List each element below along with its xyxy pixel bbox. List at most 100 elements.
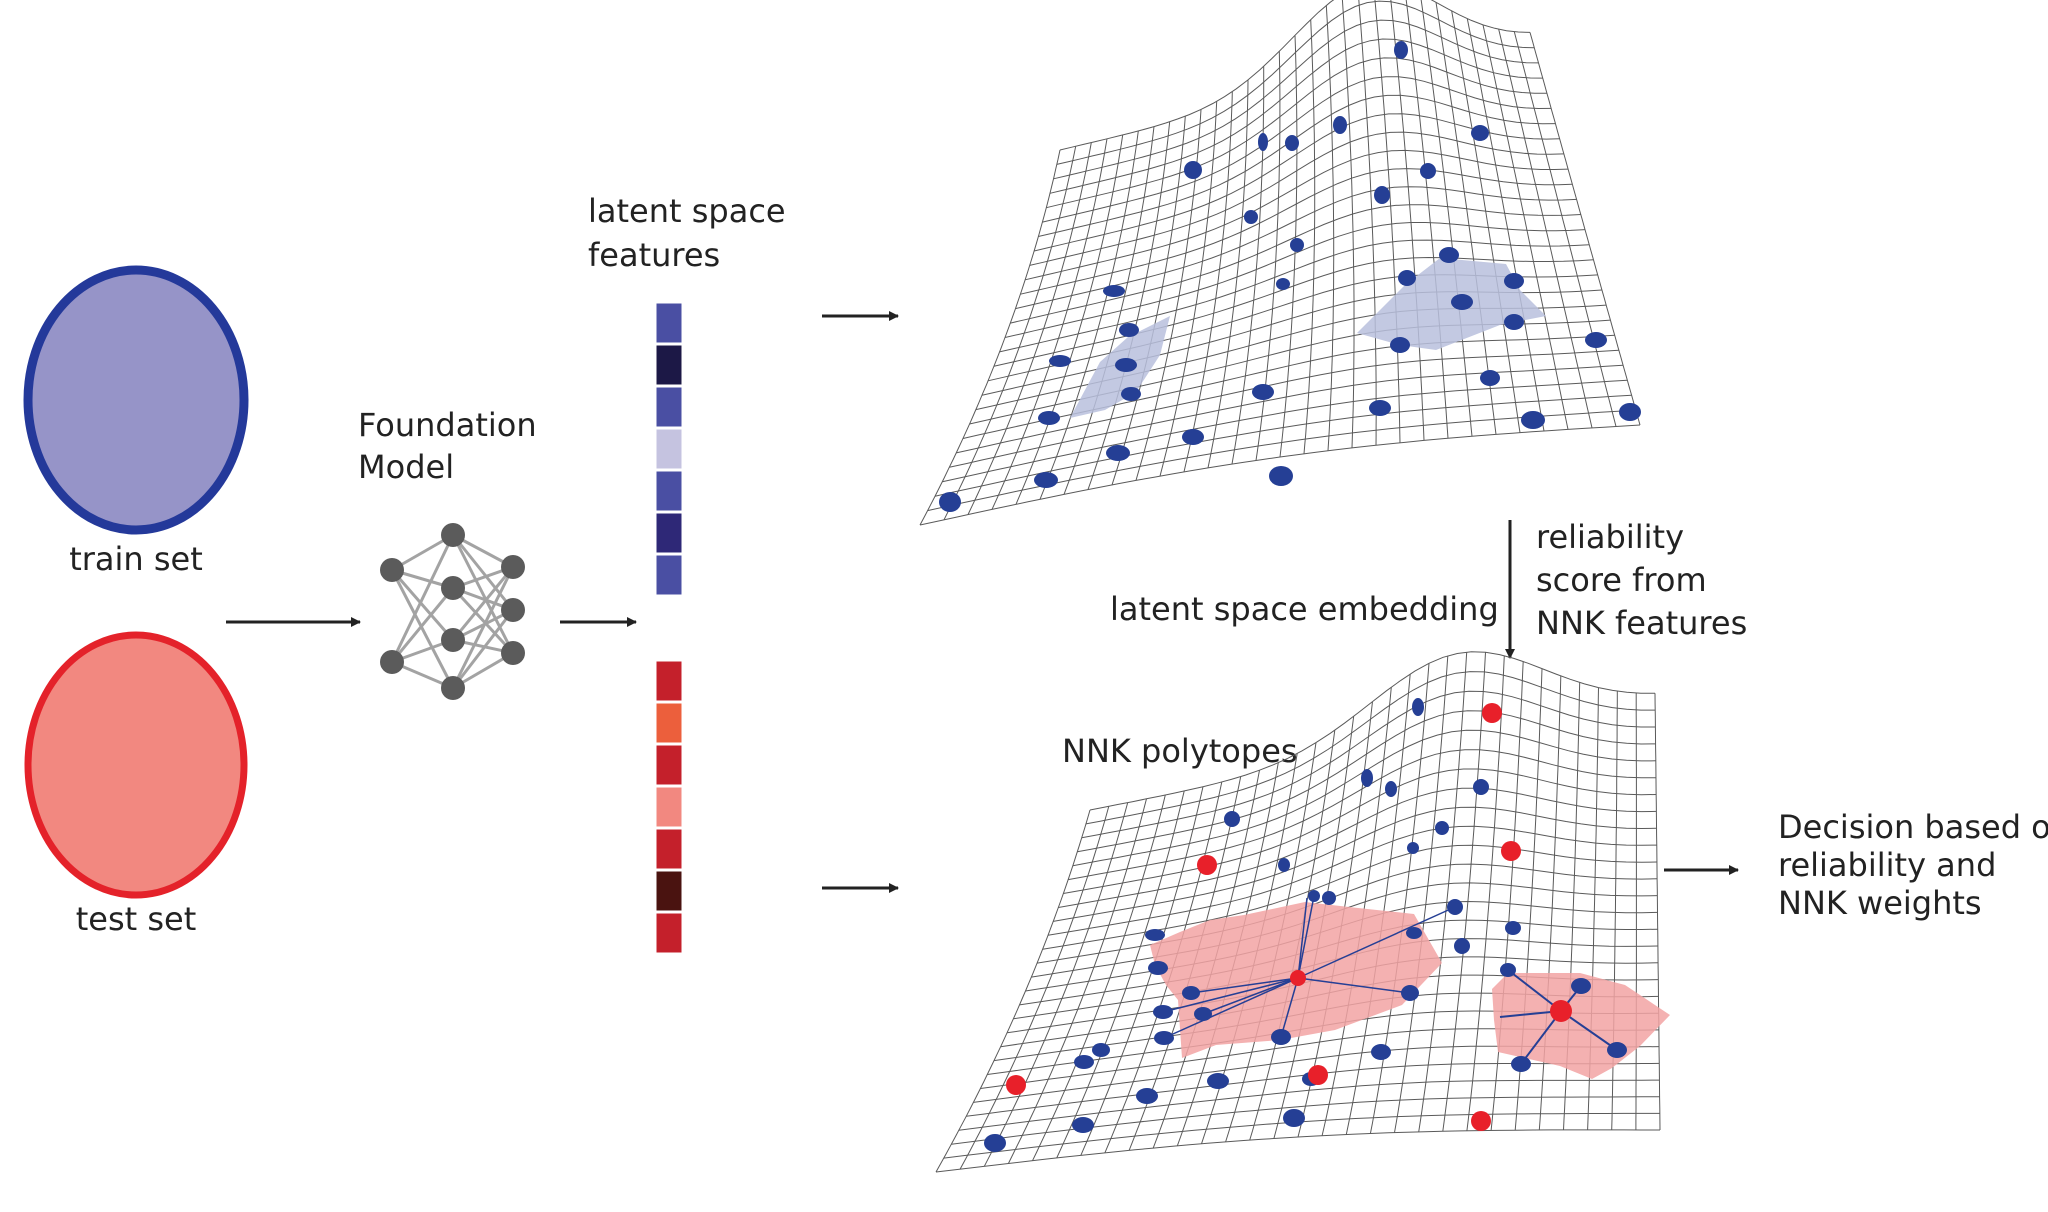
feature-cell <box>655 786 683 828</box>
nnk-edge <box>1163 977 1299 1039</box>
mesh-line <box>1345 673 1411 1135</box>
test-point-blue <box>1500 963 1516 977</box>
mesh-line <box>1046 57 1547 209</box>
test-point-blue <box>1074 1055 1094 1069</box>
test-point-blue <box>1406 927 1422 939</box>
test-point-blue <box>1511 1056 1531 1072</box>
train-embedding-surface <box>919 0 1641 526</box>
test-point-red <box>1471 1111 1491 1131</box>
mesh-line <box>1038 94 1556 237</box>
test-point-red <box>1006 1075 1026 1095</box>
nnk-edge <box>1297 897 1308 979</box>
mesh-line <box>1063 768 1657 894</box>
train-point <box>1369 400 1391 416</box>
mesh-line <box>1032 794 1166 1161</box>
train-point <box>1420 163 1436 179</box>
mesh-line <box>1010 204 1581 324</box>
train-point <box>1480 370 1500 386</box>
mesh-line <box>1059 0 1531 151</box>
network-node <box>441 576 465 600</box>
network-edge <box>451 566 515 641</box>
mesh-line <box>993 256 1594 367</box>
reliability-line-2: score from <box>1536 561 1707 599</box>
test-point-blue <box>1207 1073 1229 1089</box>
mesh-line <box>1341 0 1355 448</box>
mesh-line <box>1037 863 1658 964</box>
nnk-edge <box>1202 977 1299 1015</box>
nnk-edge <box>1520 1010 1562 1065</box>
network-edge <box>390 587 455 663</box>
train-point <box>1252 384 1274 400</box>
network-node <box>380 650 404 674</box>
test-point-blue <box>1385 781 1397 797</box>
test-point-red <box>1308 1065 1328 1085</box>
mesh-line <box>1020 168 1573 295</box>
latent-features-line-2: features <box>588 236 720 274</box>
network-node <box>441 628 465 652</box>
nnk-polytopes-label: NNK polytopes <box>1062 732 1298 770</box>
mesh-line <box>1325 5 1335 451</box>
test-point-red <box>1550 1000 1572 1022</box>
train-point <box>1276 278 1290 290</box>
mesh-line <box>919 149 1061 526</box>
mesh-line <box>1042 76 1552 223</box>
test-point-blue <box>1607 1042 1627 1058</box>
train-point <box>1390 337 1410 353</box>
latent-features-label: latent space features <box>588 192 796 274</box>
mesh-line <box>934 394 1632 497</box>
train-point <box>1504 314 1524 330</box>
mesh-line <box>1042 844 1657 950</box>
nnk-edge <box>1190 977 1299 994</box>
train-point <box>1471 125 1489 141</box>
test-point-blue <box>1412 698 1424 716</box>
train-point <box>1106 445 1130 461</box>
test-point-blue <box>1361 769 1373 787</box>
mesh-line <box>1089 651 1655 811</box>
mesh-line <box>1077 710 1656 853</box>
network-edge <box>451 609 515 689</box>
mesh-line <box>1159 101 1218 477</box>
mesh-line <box>969 319 1611 425</box>
network-node <box>441 676 465 700</box>
nnk-edge <box>1297 906 1456 979</box>
reliability-label: reliability score from NNK features <box>1536 518 1747 642</box>
test-point-blue <box>1154 1031 1174 1045</box>
train-set-label: train set <box>69 540 203 578</box>
test-point-blue <box>1407 842 1419 854</box>
test-point-blue <box>1308 890 1320 902</box>
test-point-red <box>1197 855 1217 875</box>
network-node <box>501 641 525 665</box>
train-point <box>1115 358 1137 372</box>
train-point <box>1619 403 1641 421</box>
test-point-blue <box>984 1134 1006 1152</box>
nnk-edge <box>1507 969 1562 1012</box>
mesh-line <box>1047 825 1657 936</box>
train-point <box>1244 210 1258 224</box>
mesh-line <box>999 239 1590 353</box>
network-edge <box>390 569 455 689</box>
test-point-red <box>1290 970 1306 986</box>
mesh-line <box>919 424 1641 526</box>
decision-line-2: reliability and <box>1778 846 1996 884</box>
train-point <box>1333 116 1347 134</box>
latent-embedding-label: latent space embedding <box>1110 590 1499 628</box>
test-point-blue <box>1224 811 1240 827</box>
test-point-blue <box>1571 978 1591 994</box>
train-point <box>1049 355 1071 367</box>
feature-cell <box>655 386 683 428</box>
test-point-blue <box>1271 1029 1291 1045</box>
mesh-line <box>1053 806 1657 922</box>
test-set-circle <box>24 631 248 899</box>
feature-cell <box>655 428 683 470</box>
train-point <box>1451 294 1473 310</box>
feature-cell <box>655 302 683 344</box>
test-point-blue <box>1194 1007 1212 1021</box>
feature-cell <box>655 702 683 744</box>
network-edge <box>390 534 455 663</box>
mesh-line <box>1390 0 1425 441</box>
train-point <box>1504 273 1524 289</box>
feature-cell <box>655 912 683 954</box>
feature-cell <box>655 870 683 912</box>
train-point <box>1034 472 1058 488</box>
decision-label: Decision based on reliability and NNK we… <box>1778 808 2048 922</box>
